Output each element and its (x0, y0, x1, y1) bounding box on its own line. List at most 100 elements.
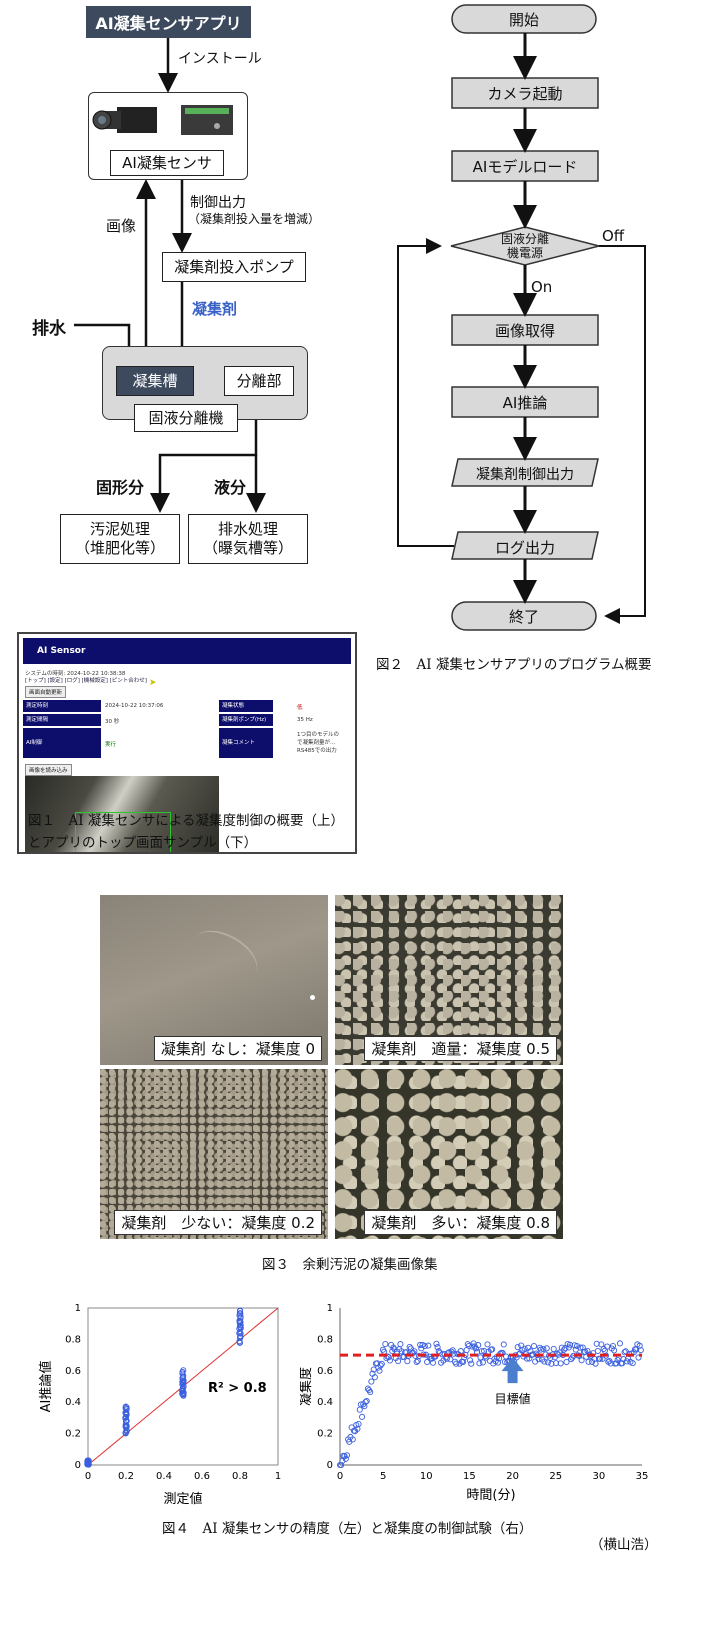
screenshot-nav: [トップ] [設定] [ログ] [機械設定] [ピント合わせ] (25, 678, 147, 684)
app-screenshot: AI Sensor システムの時刻: 2024-10-22 10:38:38 [… (17, 632, 357, 854)
y-axis-label: 凝集度 (300, 1367, 314, 1406)
data-point (552, 1360, 560, 1367)
data-point (236, 1338, 243, 1345)
plot-frame (87, 1307, 279, 1466)
y-tick-label: 0 (75, 1460, 81, 1471)
data-point (425, 1342, 432, 1349)
y-tick-label: 0 (327, 1460, 333, 1471)
data-point (413, 1358, 420, 1366)
data-point (377, 1362, 384, 1369)
flow-infer: AI推論 (502, 394, 548, 412)
data-point (569, 1354, 576, 1361)
data-point (543, 1345, 550, 1352)
row2-value2: 35 Hz (297, 717, 313, 723)
x-tick-label: 15 (463, 1471, 476, 1482)
row1-value: 2024-10-22 10:37:06 (105, 703, 164, 709)
data-point (180, 1367, 187, 1374)
drainage-label: 排水 (32, 319, 66, 339)
data-point (367, 1389, 374, 1396)
data-point (616, 1340, 623, 1347)
flowchart-shapes (397, 4, 646, 631)
flow-power-decision: 固液分離 機電源 (500, 232, 549, 260)
data-point (598, 1341, 605, 1348)
y-tick-label: 0.6 (65, 1366, 81, 1377)
target-label: 目標値 (495, 1391, 531, 1406)
x-tick-label: 0.4 (156, 1471, 172, 1482)
y-tick-label: 0.8 (65, 1334, 81, 1345)
y-tick-label: 0.6 (317, 1366, 333, 1377)
figure4-caption: 図４ AI 凝集センサの精度（左）と凝集度の制御試験（右） (162, 1521, 533, 1537)
data-point (386, 1357, 393, 1364)
data-point (236, 1329, 243, 1336)
flow-log: ログ出力 (494, 539, 555, 557)
data-point (585, 1358, 592, 1365)
data-point (123, 1424, 130, 1431)
data-point (637, 1347, 644, 1354)
data-point (573, 1342, 581, 1350)
data-point (359, 1413, 366, 1420)
data-point (578, 1357, 585, 1364)
flow-model: AIモデルロード (472, 158, 578, 176)
data-point (566, 1341, 574, 1348)
label-many: 凝集剤 多い：凝集度 0.8 (364, 1210, 557, 1235)
data-point (357, 1401, 364, 1408)
data-point (484, 1341, 491, 1348)
data-point (453, 1360, 460, 1367)
data-point (550, 1345, 557, 1352)
figure3-caption: 図３ 余剰汚泥の凝集画像集 (262, 1257, 438, 1273)
liquid-label: 液分 (214, 478, 247, 497)
label-proper: 凝集剤 適量：凝集度 0.5 (364, 1036, 557, 1061)
data-point (623, 1358, 630, 1365)
y-axis-label: AI推論値 (38, 1361, 54, 1413)
data-point (476, 1360, 483, 1367)
row1-value2: 低 (297, 705, 303, 711)
data-point (236, 1320, 243, 1327)
data-point (594, 1347, 601, 1355)
data-point (356, 1406, 363, 1413)
separator-part-box: 分離部 (224, 366, 294, 396)
flow-start: 開始 (508, 11, 539, 29)
data-point (123, 1427, 130, 1434)
r-squared-annotation: R² > 0.8 (208, 1381, 267, 1396)
data-point (376, 1367, 383, 1374)
data-point (362, 1398, 369, 1405)
photo-no-coagulant: 凝集剤 なし：凝集度 0 (100, 895, 328, 1065)
sensor-label-box: AI凝集センサ (110, 150, 224, 176)
data-point (342, 1455, 349, 1462)
data-point (368, 1378, 375, 1385)
data-point (390, 1344, 397, 1351)
y-tick-label: 1 (75, 1303, 81, 1314)
app-title-box: AI凝集センサアプリ (86, 6, 251, 38)
data-point (635, 1354, 642, 1361)
data-point (475, 1342, 482, 1349)
camera-preview (25, 776, 219, 852)
data-point (404, 1358, 411, 1365)
data-point (530, 1343, 538, 1350)
data-point (179, 1374, 187, 1381)
x-tick-label: 25 (549, 1471, 562, 1482)
data-point (429, 1359, 436, 1366)
target-arrow (501, 1357, 524, 1384)
x-axis-label: 測定値 (163, 1491, 202, 1507)
tank-box: 凝集槽 (116, 366, 194, 396)
data-point (607, 1360, 614, 1367)
load-image-button: 画像を読み込み (25, 764, 72, 776)
data-point (593, 1340, 600, 1347)
flow-acquire: 画像取得 (494, 322, 555, 340)
sludge-box: 汚泥処理 （堆肥化等） (60, 514, 180, 564)
system-time: システムの時刻: 2024-10-22 10:38:38 (25, 671, 126, 677)
data-point (355, 1420, 362, 1428)
flow-end: 終了 (508, 608, 539, 626)
photo-few-coagulant: 凝集剤 少ない：凝集度 0.2 (100, 1069, 328, 1239)
flow-on-label: On (531, 278, 553, 296)
image-label: 画像 (106, 217, 137, 235)
data-point (123, 1411, 130, 1418)
row2-value: 30 秒 (105, 719, 120, 725)
author-name: （横山浩） (590, 1537, 658, 1553)
x-tick-label: 5 (380, 1471, 386, 1482)
x-tick-label: 10 (420, 1471, 433, 1482)
x-axis-label: 時間(分) (466, 1488, 515, 1503)
data-point (469, 1343, 476, 1350)
data-point (433, 1340, 440, 1347)
